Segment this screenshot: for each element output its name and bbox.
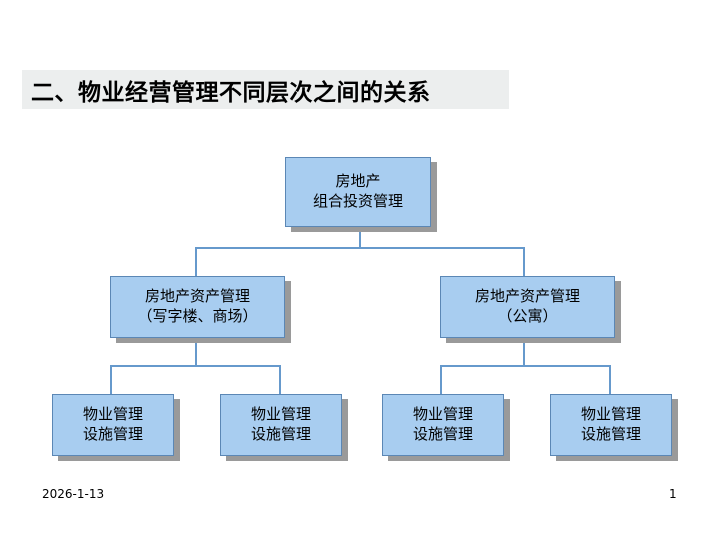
connector-child2-down	[279, 365, 281, 395]
node-pm-1-line-1: 物业管理	[82, 405, 143, 424]
connector-left-parent-down	[195, 341, 197, 366]
node-pm-4-line-2: 设施管理	[580, 425, 641, 443]
node-pm-3[interactable]: 物业管理 设施管理	[382, 394, 504, 456]
node-pm-3-line-1: 物业管理	[412, 405, 473, 424]
node-pm-1[interactable]: 物业管理 设施管理	[52, 394, 174, 456]
connector-level2-left-down	[195, 247, 197, 276]
connector-child3-down	[440, 365, 442, 395]
node-asset-office-line-1: 房地产资产管理	[144, 287, 250, 306]
node-pm-2-line-1: 物业管理	[250, 405, 311, 424]
footer-page-number: 1	[669, 487, 677, 501]
node-pm-4-line-1: 物业管理	[580, 405, 641, 424]
connector-bus-level2	[195, 247, 525, 249]
footer-date: 2026-1-13	[42, 487, 105, 501]
page-title: 二、物业经营管理不同层次之间的关系	[31, 78, 431, 106]
connector-root-down	[359, 231, 361, 248]
node-pm-1-line-2: 设施管理	[82, 425, 143, 443]
node-pm-3-line-2: 设施管理	[412, 425, 473, 443]
node-asset-apartment-line-2: （公寓）	[497, 307, 558, 325]
connector-level2-right-down	[523, 247, 525, 276]
node-asset-office-line-2: （写字楼、商场）	[137, 307, 258, 325]
connector-child1-down	[110, 365, 112, 395]
connector-right-parent-down	[523, 341, 525, 366]
connector-child4-down	[609, 365, 611, 395]
node-asset-apartment[interactable]: 房地产资产管理 （公寓）	[440, 276, 615, 338]
node-root-line-2: 组合投资管理	[312, 192, 403, 210]
page-title-band: 二、物业经营管理不同层次之间的关系	[22, 70, 509, 109]
connector-bus-right-children	[440, 365, 611, 367]
connector-bus-left-children	[110, 365, 281, 367]
node-asset-office[interactable]: 房地产资产管理 （写字楼、商场）	[110, 276, 285, 338]
node-root[interactable]: 房地产 组合投资管理	[285, 157, 431, 227]
node-pm-2-line-2: 设施管理	[250, 425, 311, 443]
node-root-line-1: 房地产	[335, 172, 381, 191]
node-asset-apartment-line-1: 房地产资产管理	[474, 287, 580, 306]
node-pm-4[interactable]: 物业管理 设施管理	[550, 394, 672, 456]
node-pm-2[interactable]: 物业管理 设施管理	[220, 394, 342, 456]
